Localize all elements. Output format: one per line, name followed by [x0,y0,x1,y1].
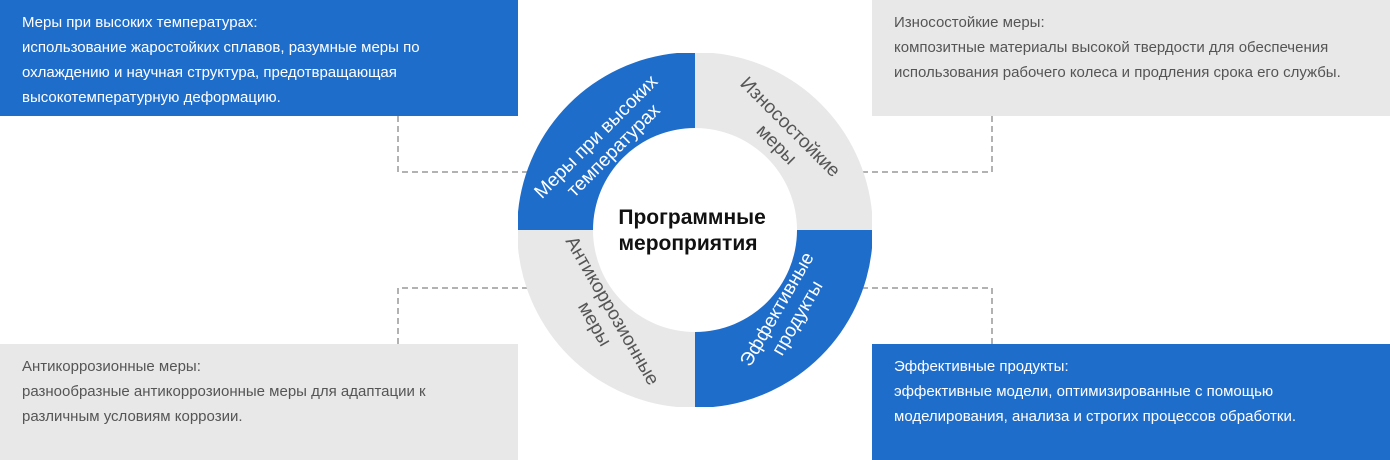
info-box-text: композитные материалы высокой твердости … [894,39,1329,56]
info-box-text: моделирования, анализа и строгих процесс… [894,408,1297,425]
info-box-wear-resistant: Износостойкие меры: композитные материал… [872,0,1390,116]
segment-bottom-left [518,230,695,407]
segment-top-left [518,53,695,230]
connector-bottom-left [397,287,528,344]
info-box-text: охлаждению и научная структура, предотвр… [22,64,397,81]
segment-top-right [695,53,872,230]
info-box-text: разнообразные антикоррозионные меры для … [22,383,426,400]
info-box-title: Износостойкие меры: [894,14,1045,31]
info-box-text: использования рабочего колеса и продлени… [894,64,1341,81]
connector-top-left [397,116,528,173]
connector-top-right [862,116,993,173]
info-box-title: Эффективные продукты: [894,358,1069,375]
info-box-title: Антикоррозионные меры: [22,358,201,375]
segment-bottom-right [695,230,872,407]
info-box-anticorrosion: Антикоррозионные меры: разнообразные ант… [0,344,518,460]
info-box-text: различным условиям коррозии. [22,408,243,425]
connector-bottom-right [862,287,993,344]
info-box-efficient-products: Эффективные продукты: эффективные модели… [872,344,1390,460]
info-box-text: использование жаростойких сплавов, разум… [22,39,420,56]
info-box-text: эффективные модели, оптимизированные с п… [894,383,1274,400]
connectors [397,116,993,344]
info-box-text: высокотемпературную деформацию. [22,89,281,106]
info-box-high-temperature: Меры при высоких температурах: использов… [0,0,518,116]
info-box-title: Меры при высоких температурах: [22,14,258,31]
center-title: Программные мероприятия [618,206,771,255]
